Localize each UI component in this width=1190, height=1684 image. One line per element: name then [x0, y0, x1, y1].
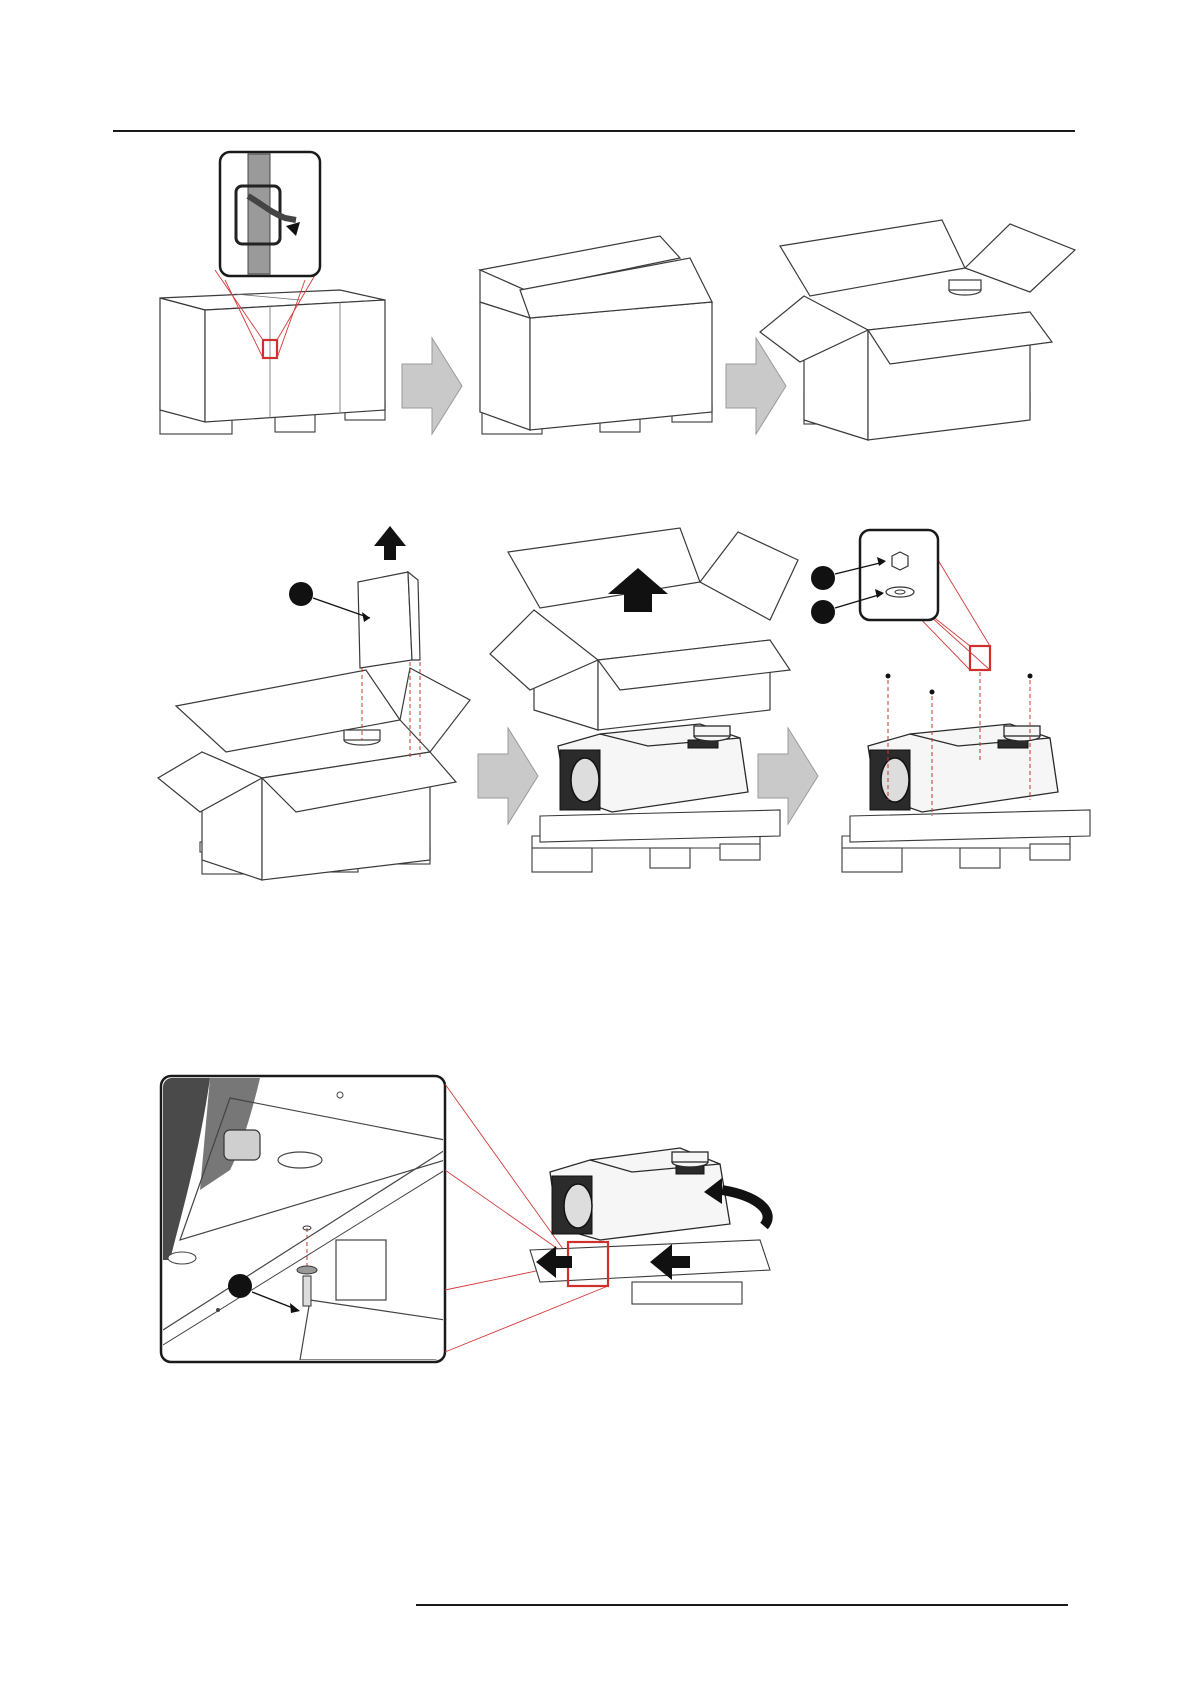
figure-2-step-1-remove-insert [158, 572, 470, 880]
step-arrow-icon [758, 728, 818, 824]
figure-3-bolt-detail [161, 1076, 445, 1362]
step-arrow-icon [478, 728, 538, 824]
step-arrow-icon [726, 338, 786, 434]
strap-clip-detail-icon [220, 152, 320, 276]
figure-3-projector-on-pallet [445, 1084, 770, 1352]
step-arrow-icon [402, 338, 462, 434]
nut-washer-detail-icon [811, 530, 938, 624]
footer-rule [416, 1604, 1068, 1606]
figure-1-step-1-strapped-box [160, 270, 385, 434]
figure-1-step-3-flaps-open [760, 220, 1075, 440]
figure-1-step-2-flaps-up [480, 236, 712, 434]
up-arrow-icon [374, 526, 406, 560]
